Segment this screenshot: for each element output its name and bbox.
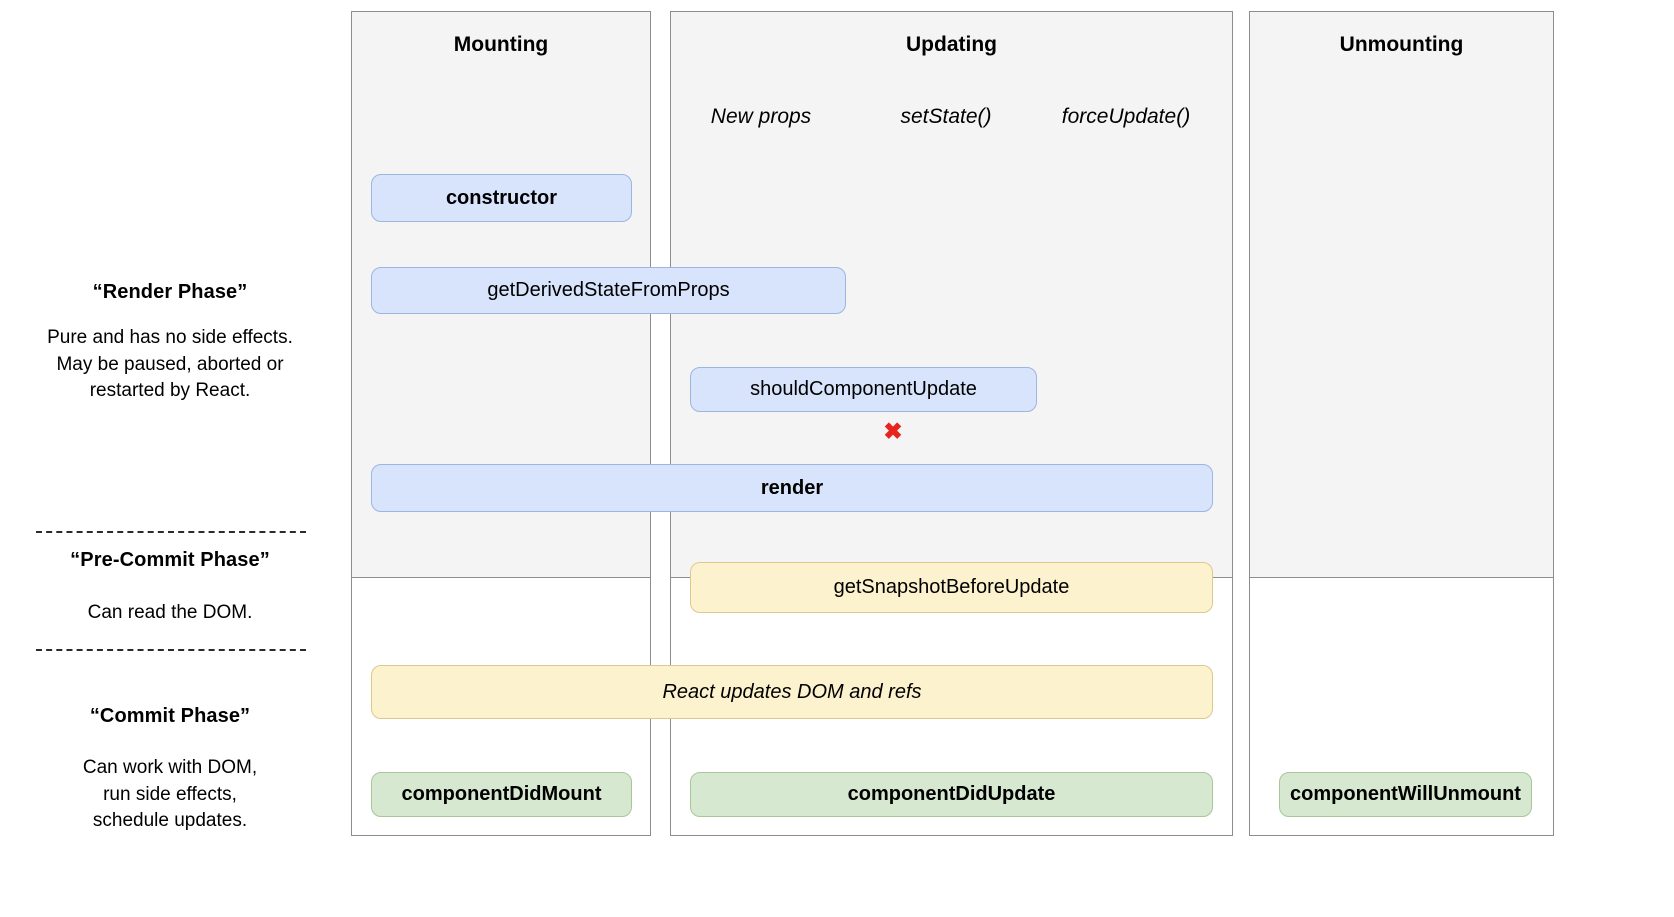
node-component-will-unmount[interactable]: componentWillUnmount <box>1279 772 1532 817</box>
node-constructor[interactable]: constructor <box>371 174 632 222</box>
node-component-did-mount[interactable]: componentDidMount <box>371 772 632 817</box>
lane-title-mounting: Mounting <box>453 33 549 56</box>
node-render[interactable]: render <box>371 464 1213 512</box>
trigger-new-props: New props <box>710 105 812 128</box>
phase-title-commit: “Commit Phase” <box>89 705 251 727</box>
skip-render-x-icon: ✖ <box>883 418 903 444</box>
lane-shade-unmounting <box>1249 11 1554 578</box>
phase-desc-commit: Can work with DOM, run side effects, sch… <box>82 757 258 832</box>
phase-title-pre-commit: “Pre-Commit Phase” <box>70 549 270 571</box>
phase-divider-1 <box>36 531 306 533</box>
phase-desc-render: Pure and has no side effects. May be pau… <box>47 327 293 402</box>
lane-title-updating: Updating <box>906 33 997 56</box>
lane-title-unmounting: Unmounting <box>1339 33 1464 56</box>
phase-desc-pre-commit: Can read the DOM. <box>87 602 253 623</box>
trigger-set-state: setState() <box>900 105 992 128</box>
trigger-force-update: forceUpdate() <box>1061 105 1191 128</box>
node-get-snapshot-before-update[interactable]: getSnapshotBeforeUpdate <box>690 562 1213 613</box>
phase-title-render: “Render Phase” <box>92 281 248 303</box>
node-should-component-update[interactable]: shouldComponentUpdate <box>690 367 1037 412</box>
phase-divider-2 <box>36 649 306 651</box>
node-component-did-update[interactable]: componentDidUpdate <box>690 772 1213 817</box>
node-react-updates-dom-and-refs[interactable]: React updates DOM and refs <box>371 665 1213 719</box>
node-get-derived-state-from-props[interactable]: getDerivedStateFromProps <box>371 267 846 314</box>
